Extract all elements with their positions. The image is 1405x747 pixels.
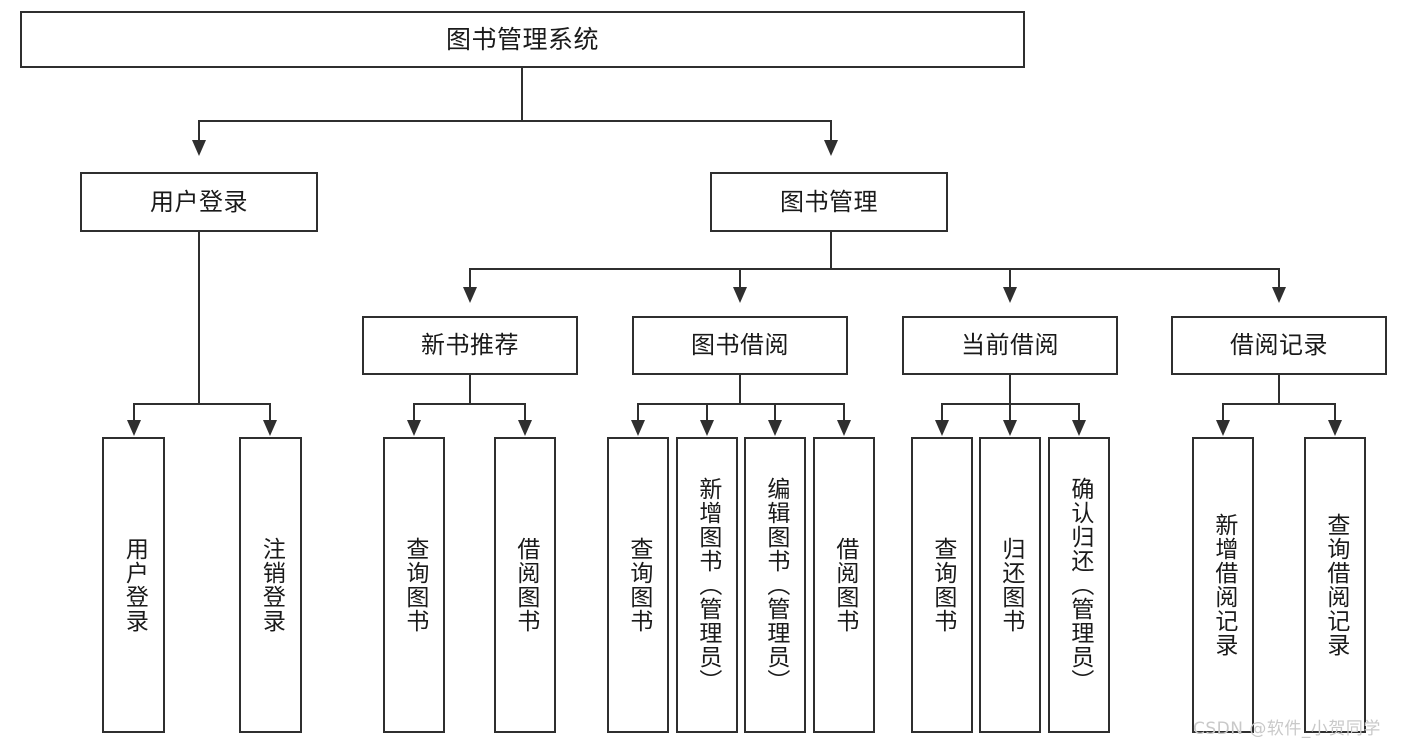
node-leaf-edit-book-label: 编辑图书（管理员） xyxy=(762,477,789,693)
edge-bus-user-login-children xyxy=(133,403,271,405)
node-leaf-edit-book[interactable]: 编辑图书（管理员） xyxy=(744,437,806,733)
node-leaf-query-book-3-label: 查询图书 xyxy=(929,537,956,633)
edge-drop-leaf-query-book-3 xyxy=(941,403,943,423)
edge-root-stem xyxy=(521,68,523,122)
arrowhead-book-manage xyxy=(824,140,838,156)
node-new-book-recommend-label: 新书推荐 xyxy=(421,331,519,360)
arrowhead-leaf-edit-book xyxy=(768,420,782,436)
arrowhead-leaf-return-book xyxy=(1003,420,1017,436)
node-current-borrow-label: 当前借阅 xyxy=(961,331,1059,360)
edge-user-login-stem xyxy=(198,232,200,405)
edge-drop-leaf-confirm-return xyxy=(1078,403,1080,423)
edge-drop-leaf-borrow-book-2 xyxy=(843,403,845,423)
csdn-watermark: CSDN @软件_小贺同学 xyxy=(1193,719,1381,739)
node-book-borrow-label: 图书借阅 xyxy=(691,331,789,360)
edge-book-manage-stem xyxy=(830,232,832,270)
edge-bus-book-borrow-children xyxy=(637,403,844,405)
edge-book-borrow-stem xyxy=(739,375,741,405)
node-book-manage[interactable]: 图书管理 xyxy=(710,172,948,232)
edge-new-book-recommend-stem xyxy=(469,375,471,405)
node-leaf-add-record-label: 新增借阅记录 xyxy=(1210,513,1237,657)
edge-bus-borrow-record-children xyxy=(1222,403,1336,405)
node-leaf-query-record[interactable]: 查询借阅记录 xyxy=(1304,437,1366,733)
arrowhead-leaf-add-book xyxy=(700,420,714,436)
edge-drop-new-book-recommend xyxy=(469,268,471,290)
node-leaf-logout-label: 注销登录 xyxy=(258,537,285,633)
node-leaf-query-book-2[interactable]: 查询图书 xyxy=(607,437,669,733)
arrowhead-leaf-borrow-book-1 xyxy=(518,420,532,436)
node-leaf-return-book-label: 归还图书 xyxy=(997,537,1024,633)
node-borrow-record-label: 借阅记录 xyxy=(1230,331,1328,360)
node-leaf-add-book-label: 新增图书（管理员） xyxy=(694,477,721,693)
arrowhead-leaf-query-record xyxy=(1328,420,1342,436)
edge-bus-level2 xyxy=(198,120,832,122)
arrowhead-user-login xyxy=(192,140,206,156)
node-leaf-add-record[interactable]: 新增借阅记录 xyxy=(1192,437,1254,733)
edge-drop-current-borrow xyxy=(1009,268,1011,290)
node-user-login-label: 用户登录 xyxy=(150,187,248,216)
edge-drop-leaf-add-record xyxy=(1222,403,1224,423)
node-leaf-borrow-book-1-label: 借阅图书 xyxy=(512,537,539,633)
edge-drop-book-manage xyxy=(830,120,832,143)
arrowhead-current-borrow xyxy=(1003,287,1017,303)
edge-drop-leaf-query-book-1 xyxy=(413,403,415,423)
edge-drop-leaf-edit-book xyxy=(774,403,776,423)
edge-drop-leaf-query-book-2 xyxy=(637,403,639,423)
node-new-book-recommend[interactable]: 新书推荐 xyxy=(362,316,578,375)
edge-drop-leaf-borrow-book-1 xyxy=(524,403,526,423)
node-leaf-query-book-2-label: 查询图书 xyxy=(625,537,652,633)
edge-drop-leaf-query-record xyxy=(1334,403,1336,423)
edge-current-borrow-stem xyxy=(1009,375,1011,405)
arrowhead-leaf-add-record xyxy=(1216,420,1230,436)
node-leaf-borrow-book-2-label: 借阅图书 xyxy=(831,537,858,633)
node-book-manage-label: 图书管理 xyxy=(780,187,878,216)
arrowhead-leaf-query-book-3 xyxy=(935,420,949,436)
node-leaf-query-book-1[interactable]: 查询图书 xyxy=(383,437,445,733)
node-leaf-confirm-return[interactable]: 确认归还（管理员） xyxy=(1048,437,1110,733)
edge-drop-leaf-logout xyxy=(269,403,271,423)
node-book-borrow[interactable]: 图书借阅 xyxy=(632,316,848,375)
arrowhead-leaf-query-book-2 xyxy=(631,420,645,436)
edge-drop-leaf-return-book xyxy=(1009,403,1011,423)
node-leaf-user-login-label: 用户登录 xyxy=(121,537,148,633)
edge-drop-book-borrow xyxy=(739,268,741,290)
node-leaf-query-book-3[interactable]: 查询图书 xyxy=(911,437,973,733)
node-leaf-add-book[interactable]: 新增图书（管理员） xyxy=(676,437,738,733)
edge-drop-user-login xyxy=(198,120,200,143)
node-leaf-borrow-book-2[interactable]: 借阅图书 xyxy=(813,437,875,733)
arrowhead-leaf-confirm-return xyxy=(1072,420,1086,436)
node-leaf-query-book-1-label: 查询图书 xyxy=(401,537,428,633)
edge-drop-leaf-add-book xyxy=(706,403,708,423)
node-leaf-logout[interactable]: 注销登录 xyxy=(239,437,302,733)
arrowhead-leaf-user-login xyxy=(127,420,141,436)
node-leaf-confirm-return-label: 确认归还（管理员） xyxy=(1066,477,1093,693)
node-leaf-borrow-book-1[interactable]: 借阅图书 xyxy=(494,437,556,733)
node-root-label: 图书管理系统 xyxy=(445,24,599,54)
node-leaf-return-book[interactable]: 归还图书 xyxy=(979,437,1041,733)
edge-bus-level3 xyxy=(469,268,1280,270)
node-leaf-user-login[interactable]: 用户登录 xyxy=(102,437,165,733)
arrowhead-leaf-query-book-1 xyxy=(407,420,421,436)
edge-drop-leaf-user-login xyxy=(133,403,135,423)
edge-drop-borrow-record xyxy=(1278,268,1280,290)
node-leaf-query-record-label: 查询借阅记录 xyxy=(1322,513,1349,657)
arrowhead-leaf-borrow-book-2 xyxy=(837,420,851,436)
arrowhead-new-book-recommend xyxy=(463,287,477,303)
node-root[interactable]: 图书管理系统 xyxy=(20,11,1025,68)
edge-borrow-record-stem xyxy=(1278,375,1280,405)
node-current-borrow[interactable]: 当前借阅 xyxy=(902,316,1118,375)
arrowhead-borrow-record xyxy=(1272,287,1286,303)
node-user-login[interactable]: 用户登录 xyxy=(80,172,318,232)
node-borrow-record[interactable]: 借阅记录 xyxy=(1171,316,1387,375)
edge-bus-new-book-recommend-children xyxy=(413,403,526,405)
arrowhead-book-borrow xyxy=(733,287,747,303)
arrowhead-leaf-logout xyxy=(263,420,277,436)
